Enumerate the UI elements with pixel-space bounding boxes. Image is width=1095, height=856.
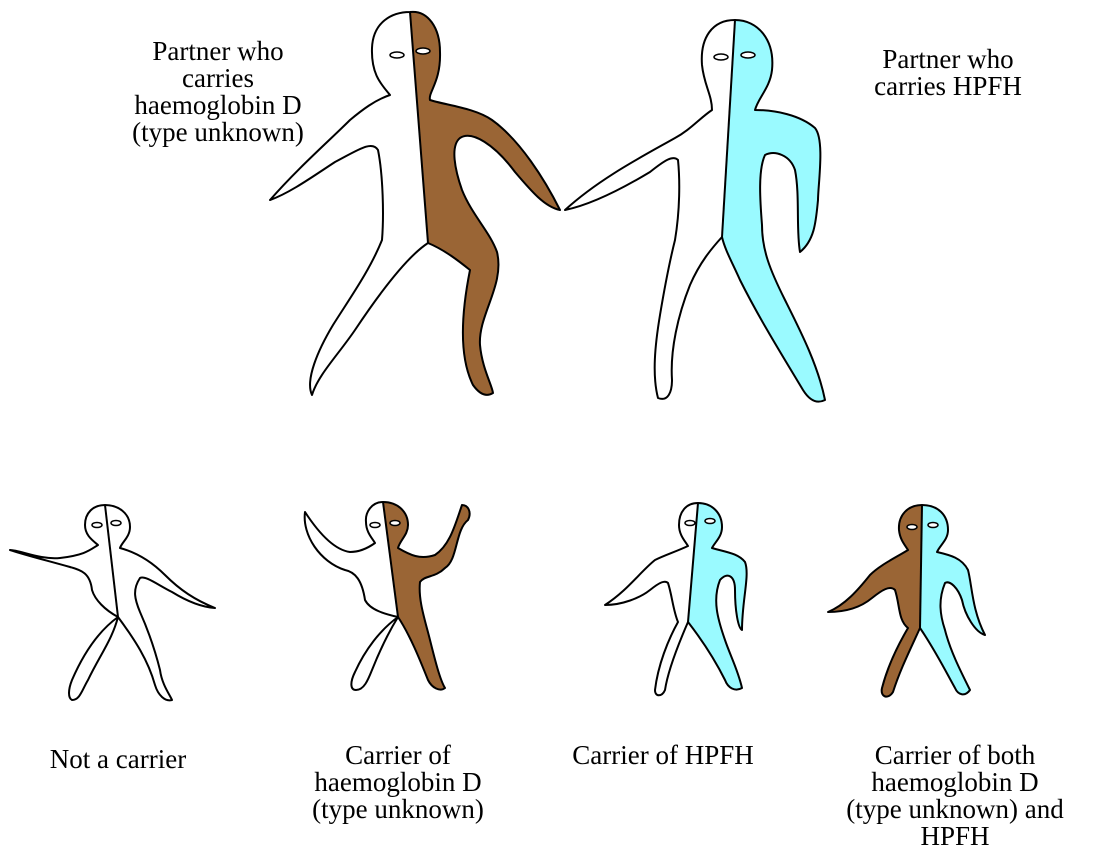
child-4-label-line-3: (type unknown) and — [835, 796, 1075, 823]
child-1-left-half — [10, 505, 118, 700]
child-4-eye-right — [928, 523, 938, 528]
parent-right-label-line-1: Partner who — [848, 46, 1048, 73]
parent-left-label-line-3: haemoglobin D — [118, 92, 318, 119]
child-2-label: Carrier of haemoglobin D (type unknown) — [298, 742, 498, 823]
child-3-left-half — [605, 503, 698, 695]
child-4-label-line-2: haemoglobin D — [835, 769, 1075, 796]
child-2-label-line-2: haemoglobin D — [298, 769, 498, 796]
child-4-right-half — [920, 505, 985, 694]
parent-left-label-line-4: (type unknown) — [118, 119, 318, 146]
child-4-label-line-4: HPFH — [835, 823, 1075, 850]
child-2-figure — [305, 502, 470, 690]
parent-left-label-line-2: carries — [118, 65, 318, 92]
child-1-label-line-1: Not a carrier — [18, 746, 218, 773]
child-3-eye-left — [685, 521, 695, 526]
parent-right-eye-right — [741, 52, 755, 58]
parent-left-label-line-1: Partner who — [118, 38, 318, 65]
child-2-eye-left — [370, 523, 380, 528]
parent-left-label: Partner who carries haemoglobin D (type … — [118, 38, 318, 146]
child-1-label: Not a carrier — [18, 746, 218, 773]
child-2-label-line-1: Carrier of — [298, 742, 498, 769]
parent-right-label-line-2: carries HPFH — [848, 73, 1048, 100]
child-1-eye-right — [111, 521, 121, 526]
parent-right-left-half — [565, 20, 735, 399]
child-4-left-half — [828, 505, 922, 697]
parent-right-eye-left — [714, 54, 728, 60]
parent-left-right-half — [410, 12, 560, 395]
child-1-figure — [10, 505, 215, 700]
parent-left-eye-left — [390, 52, 404, 58]
child-4-figure — [828, 505, 985, 697]
child-3-label-line-1: Carrier of HPFH — [563, 742, 763, 769]
child-1-eye-left — [92, 523, 102, 528]
parent-right-figure — [565, 20, 825, 402]
child-2-eye-right — [390, 521, 400, 526]
child-4-eye-left — [907, 525, 917, 530]
child-3-eye-right — [705, 519, 715, 524]
child-3-label: Carrier of HPFH — [563, 742, 763, 769]
parent-right-label: Partner who carries HPFH — [848, 46, 1048, 100]
child-4-label: Carrier of both haemoglobin D (type unkn… — [835, 742, 1075, 850]
child-4-label-line-1: Carrier of both — [835, 742, 1075, 769]
child-2-label-line-3: (type unknown) — [298, 796, 498, 823]
child-3-figure — [605, 503, 747, 695]
parent-right-right-half — [722, 20, 825, 402]
parent-left-eye-right — [416, 48, 430, 54]
